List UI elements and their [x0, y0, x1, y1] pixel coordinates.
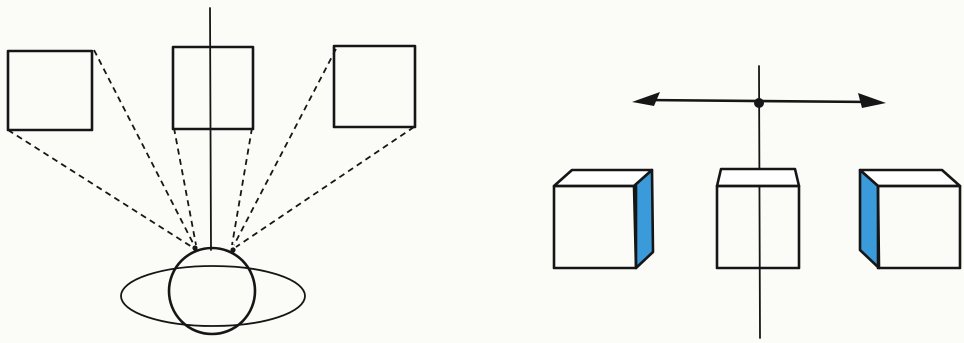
center-square: [173, 47, 253, 129]
left-cube-front-face: [554, 186, 636, 268]
center-cube-front-face: [717, 186, 799, 268]
right-cube: [860, 170, 960, 268]
center-cube-top-face: [717, 169, 799, 186]
viewer-right-eye: [230, 247, 235, 252]
right-square: [334, 46, 415, 127]
left-square: [8, 51, 92, 130]
right-cube-front-face: [878, 186, 960, 268]
sight-line-center-right: [232, 128, 252, 245]
right-cube-side-face: [860, 170, 879, 268]
top-view-panel: [8, 8, 415, 334]
sight-line-left-bottom: [8, 130, 192, 247]
left-arrowhead-icon: [632, 92, 660, 106]
viewer-left-eye: [192, 245, 197, 250]
viewer-shoulders: [121, 266, 305, 326]
viewer-head: [169, 248, 255, 334]
pivot-dot: [754, 98, 764, 108]
center-cube: [717, 169, 799, 268]
viewer-figure: [121, 245, 305, 334]
left-cube: [554, 170, 653, 268]
sight-line-right-bottom: [236, 127, 414, 247]
sight-line-right-top: [234, 49, 336, 245]
front-view-panel: [554, 66, 960, 338]
right-arrowhead-icon: [858, 93, 886, 108]
sight-line-center-left: [174, 128, 196, 245]
